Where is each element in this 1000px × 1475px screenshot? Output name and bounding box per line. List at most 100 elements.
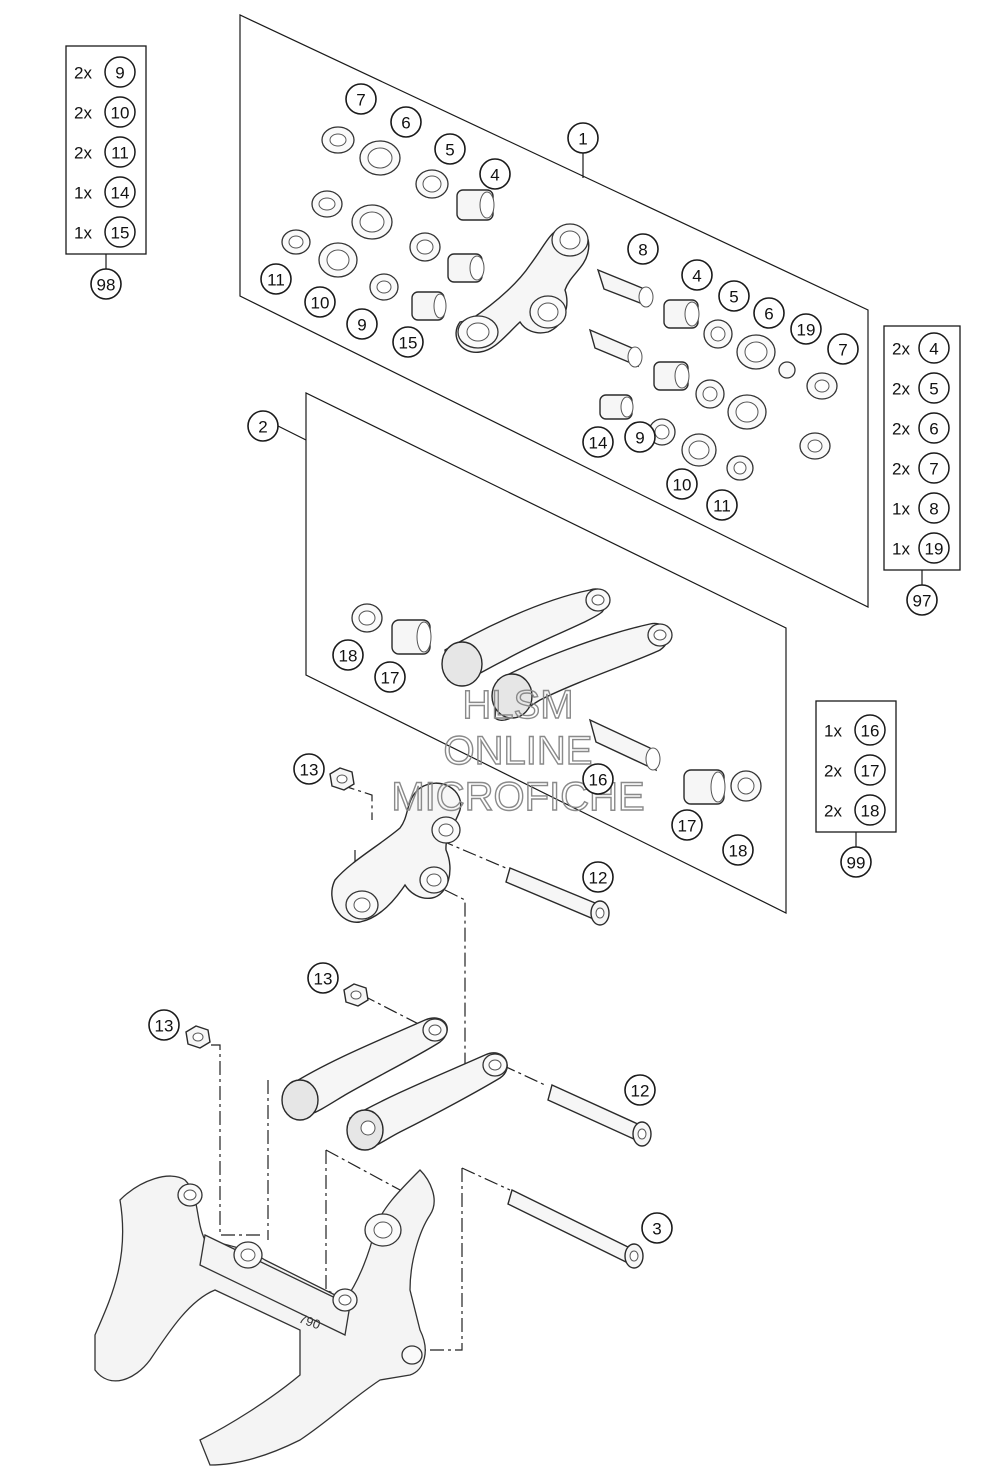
callout-c19[interactable]: 19 [790,313,822,345]
washer-5-top [415,169,449,199]
callout-label: 2 [258,418,267,437]
kit-row-qty: 2x [74,104,92,123]
callout-c18b[interactable]: 18 [722,834,754,866]
bushing-17-left [391,619,432,655]
kit-row-part-circle [104,176,136,208]
callout-c7b[interactable]: 7 [827,333,859,365]
callout-c9a[interactable]: 9 [346,308,378,340]
kit-row-part[interactable]: 15 [111,224,130,243]
callout-c4a[interactable]: 4 [479,158,511,190]
seal-18-right [730,770,762,802]
callout-label: 17 [381,669,400,688]
callout-c5a[interactable]: 5 [434,133,466,165]
callout-circle [718,280,750,312]
callout-circle [671,809,703,841]
callout-circle [582,861,614,893]
callout-label: 12 [631,1082,650,1101]
callout-c6a[interactable]: 6 [390,106,422,138]
kit-row-part[interactable]: 11 [111,144,129,163]
seal-11-right [726,455,754,481]
kit-row-part[interactable]: 8 [929,500,938,519]
callout-c3[interactable]: 3 [641,1212,673,1244]
callout-label: 6 [401,114,410,133]
kit-row-part[interactable]: 17 [861,762,880,781]
callout-circle [706,489,738,521]
callout-circle [307,962,339,994]
kit-row-part[interactable]: 7 [929,460,938,479]
callout-c2[interactable]: 2 [247,410,279,442]
bushing-4-right [663,299,700,329]
callout-c11b[interactable]: 11 [706,489,738,521]
kit-row-part[interactable]: 4 [929,340,938,359]
callout-label: 7 [838,341,847,360]
kit-row-qty: 2x [74,144,92,163]
callout-c11a[interactable]: 11 [260,263,292,295]
callout-c13a[interactable]: 13 [293,753,325,785]
kit-row-part[interactable]: 14 [111,184,130,203]
kit-panel-1 [239,14,869,608]
kit-row-part-circle [104,216,136,248]
callout-c10a[interactable]: 10 [304,286,336,318]
frame-section: 790 [94,1169,435,1466]
kit-number-callout[interactable]: 97 [906,584,938,616]
seal-7-top [321,126,355,154]
nut-13-middle [343,983,369,1007]
kit-number-callout[interactable]: 99 [840,846,872,878]
kit-number-callout[interactable]: 98 [90,268,122,300]
seal-11-left [281,229,311,255]
link-arm-panel-2 [441,588,673,721]
kit-row-part[interactable]: 10 [111,104,130,123]
callout-c16[interactable]: 16 [582,763,614,795]
callout-c18a[interactable]: 18 [332,639,364,671]
callout-c17b[interactable]: 17 [671,809,703,841]
callout-label: 18 [729,842,748,861]
kit-row-part[interactable]: 6 [929,420,938,439]
kit-row-part-circle [918,332,950,364]
kit-row-part-circle [854,794,886,826]
kit-row-qty: 2x [892,460,910,479]
callout-circle [567,122,599,154]
kit-row-part[interactable]: 16 [861,722,880,741]
kit-row-part[interactable]: 18 [861,802,880,821]
callout-c9b[interactable]: 9 [624,421,656,453]
callout-c4b[interactable]: 4 [681,259,713,291]
callout-label: 19 [797,321,816,340]
bushing-14 [599,394,634,420]
callout-c1[interactable]: 1 [567,122,599,154]
callout-c15[interactable]: 15 [392,326,424,358]
callout-c5b[interactable]: 5 [718,280,750,312]
bolt-12-lower [547,1084,652,1147]
kit-row-part[interactable]: 19 [925,540,944,559]
callout-c6b[interactable]: 6 [753,297,785,329]
callout-label: 13 [300,761,319,780]
sleeve-lower [588,328,643,368]
callout-circle [304,286,336,318]
kit-row-part-circle [854,714,886,746]
bolt-3 [507,1189,644,1269]
bushing-row2 [447,253,485,283]
callout-c17a[interactable]: 17 [374,661,406,693]
callout-c12b[interactable]: 12 [624,1074,656,1106]
callout-circle [346,308,378,340]
rocker-arm-panel-1 [455,223,590,353]
callout-c12a[interactable]: 12 [582,861,614,893]
callout-c13c[interactable]: 13 [148,1009,180,1041]
callout-c7a[interactable]: 7 [345,83,377,115]
callout-circle [374,661,406,693]
callout-circle [681,259,713,291]
callout-c10b[interactable]: 10 [666,468,698,500]
kit-row-qty: 2x [892,420,910,439]
kit-row-part[interactable]: 9 [115,64,124,83]
watermark-line-1: HLSM [462,683,573,727]
rocker-assembled [331,782,462,923]
callout-c14[interactable]: 14 [582,426,614,458]
callout-circle [434,133,466,165]
callout-c13b[interactable]: 13 [307,962,339,994]
bearing-row2 [351,204,393,240]
kit-row-part-circle [854,754,886,786]
kit-row-part[interactable]: 5 [929,380,938,399]
callout-c8[interactable]: 8 [627,233,659,265]
